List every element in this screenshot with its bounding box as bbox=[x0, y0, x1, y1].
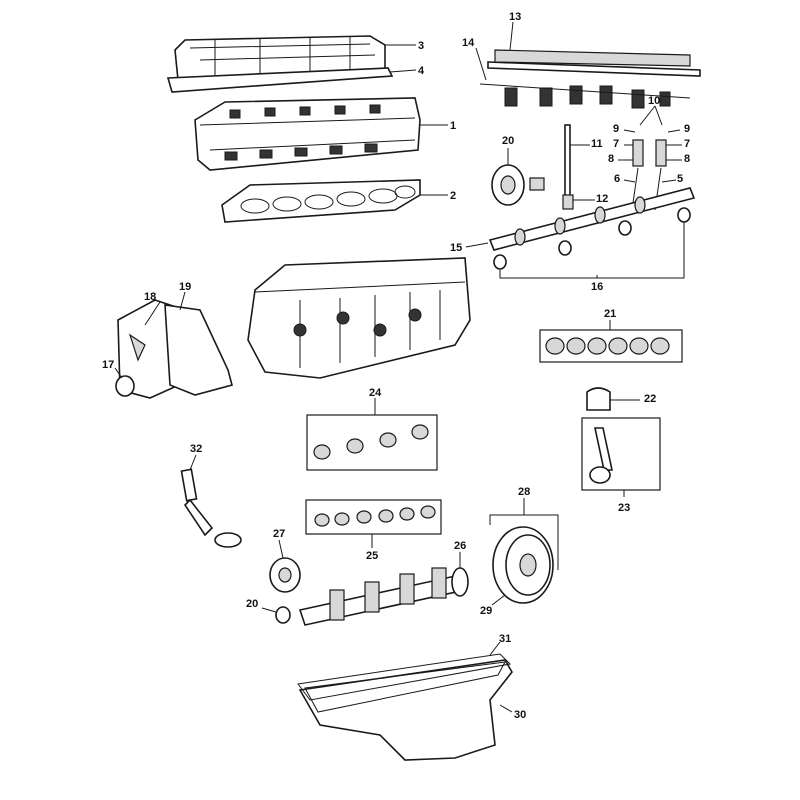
callout-28: 28 bbox=[518, 486, 530, 498]
valve-cover-gasket[interactable] bbox=[166, 67, 394, 93]
engine-block[interactable] bbox=[247, 257, 471, 379]
callout-23: 23 bbox=[618, 502, 630, 514]
piston-rings-kit[interactable] bbox=[539, 329, 683, 363]
callout-8a: 8 bbox=[608, 153, 614, 165]
callout-3: 3 bbox=[418, 40, 424, 52]
oil-pump[interactable] bbox=[180, 468, 242, 548]
callout-6: 6 bbox=[614, 173, 620, 185]
flywheel[interactable] bbox=[489, 514, 559, 604]
callout-19: 19 bbox=[179, 281, 191, 293]
callout-22: 22 bbox=[644, 393, 656, 405]
callout-16: 16 bbox=[591, 281, 603, 293]
callout-21: 21 bbox=[604, 308, 616, 320]
callout-32: 32 bbox=[190, 443, 202, 455]
callout-7a: 7 bbox=[613, 138, 619, 150]
callout-31: 31 bbox=[499, 633, 511, 645]
callout-24: 24 bbox=[369, 387, 382, 399]
camshaft-gear[interactable] bbox=[491, 164, 545, 206]
callout-29: 29 bbox=[480, 605, 492, 617]
callout-13: 13 bbox=[509, 11, 521, 23]
crankshaft[interactable] bbox=[275, 567, 469, 626]
callout-9b: 9 bbox=[684, 123, 690, 135]
callout-9a: 9 bbox=[613, 123, 619, 135]
oil-pan-gasket[interactable] bbox=[297, 653, 512, 701]
pushrod[interactable] bbox=[562, 124, 574, 210]
camshaft[interactable] bbox=[488, 187, 696, 279]
callout-20b: 20 bbox=[246, 598, 258, 610]
harmonic-balancer[interactable] bbox=[269, 557, 301, 593]
head-gasket[interactable] bbox=[221, 179, 421, 223]
callout-18: 18 bbox=[144, 291, 156, 303]
callout-26: 26 bbox=[454, 540, 466, 552]
callout-15: 15 bbox=[450, 242, 462, 254]
callout-30: 30 bbox=[514, 709, 526, 721]
callout-25: 25 bbox=[366, 550, 378, 562]
rocker-arm-assembly[interactable] bbox=[479, 49, 701, 109]
rod-bearings-kit[interactable] bbox=[305, 499, 442, 535]
timing-cover[interactable] bbox=[115, 299, 233, 399]
callout-5: 5 bbox=[677, 173, 683, 185]
callout-20a: 20 bbox=[502, 135, 514, 147]
main-bearings-kit[interactable] bbox=[306, 414, 438, 471]
oil-pan[interactable] bbox=[298, 659, 513, 761]
callout-4: 4 bbox=[418, 65, 425, 77]
callout-14: 14 bbox=[462, 37, 475, 49]
valve-springs[interactable] bbox=[631, 139, 667, 211]
callout-11: 11 bbox=[591, 138, 603, 150]
callout-1: 1 bbox=[450, 120, 456, 132]
callout-17: 17 bbox=[102, 359, 114, 371]
callout-10: 10 bbox=[648, 95, 660, 107]
callout-12: 12 bbox=[596, 193, 608, 205]
callout-labels: 3 4 1 2 13 14 10 9 9 7 7 8 8 6 5 11 20 1… bbox=[102, 11, 690, 721]
callout-7b: 7 bbox=[684, 138, 690, 150]
callout-2: 2 bbox=[450, 190, 456, 202]
callout-8b: 8 bbox=[684, 153, 690, 165]
cylinder-head[interactable] bbox=[194, 97, 421, 171]
callout-27: 27 bbox=[273, 528, 285, 540]
piston[interactable] bbox=[586, 387, 611, 411]
connecting-rod-kit[interactable] bbox=[581, 417, 661, 491]
